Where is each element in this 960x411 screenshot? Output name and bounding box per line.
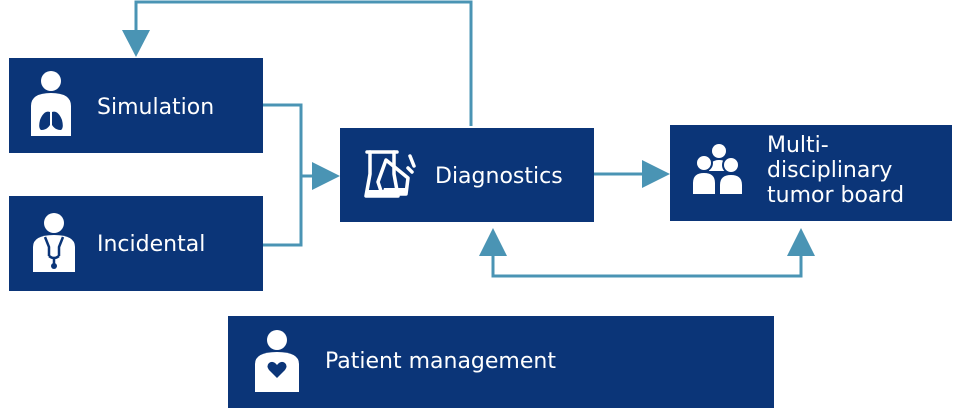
- group-people-icon: [691, 141, 747, 199]
- feedback-arrow-line: [134, 0, 473, 126]
- arrowhead-up-board: [787, 228, 815, 256]
- doctor-stethoscope-icon: [29, 212, 79, 276]
- tumor-board-label-line2: disciplinary: [767, 158, 893, 183]
- simulation-label: Simulation: [97, 95, 215, 120]
- incidental-box: Incidental: [9, 196, 263, 291]
- bidirectional-line: [491, 252, 803, 278]
- arrowhead-right-diagnostics: [312, 162, 340, 190]
- arrowhead-up-diagnostics: [479, 228, 507, 256]
- simulation-connector: [263, 103, 303, 247]
- patient-management-label: Patient management: [325, 349, 556, 374]
- lungs-person-icon: [25, 70, 77, 142]
- tumor-board-box: Multi- disciplinary tumor board: [670, 125, 952, 221]
- tumor-board-label-line1: Multi-: [767, 133, 829, 158]
- diagnostics-box: Diagnostics: [340, 128, 594, 222]
- arrowhead-down-simulation: [122, 30, 150, 57]
- person-heart-icon: [254, 330, 300, 396]
- incidental-label: Incidental: [97, 232, 206, 257]
- diagnostics-label: Diagnostics: [435, 164, 563, 189]
- arrowhead-right-board: [642, 160, 670, 188]
- patient-management-box: Patient management: [228, 316, 774, 408]
- simulation-box: Simulation: [9, 58, 263, 153]
- lab-flask-icon: [364, 148, 418, 204]
- tumor-board-label-line3: tumor board: [767, 183, 905, 208]
